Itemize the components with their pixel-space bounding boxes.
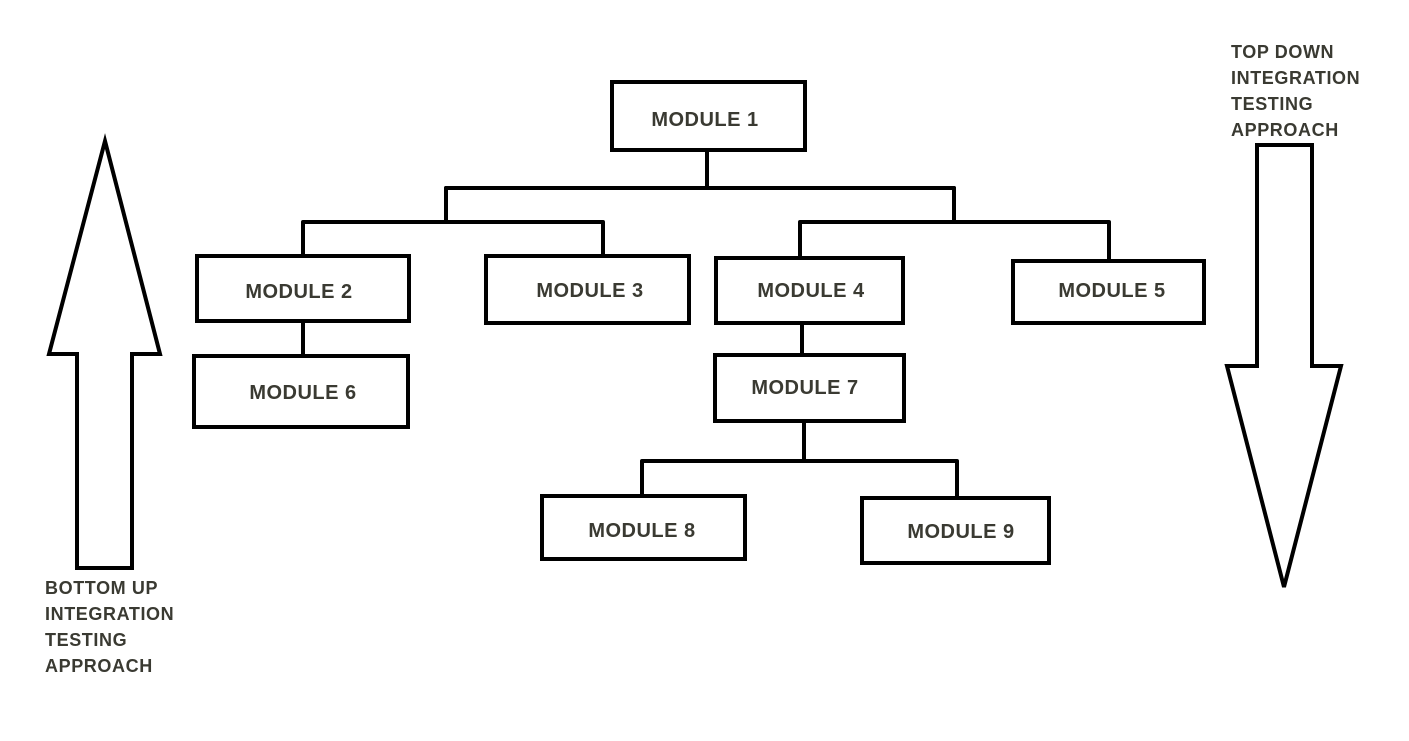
top-down-arrow <box>1224 143 1344 588</box>
connector-left-branch <box>301 186 605 258</box>
module-label-6: MODULE 6 <box>249 382 356 404</box>
top-down-label-line-4: APPROACH <box>1231 120 1339 140</box>
bottom-up-label-line-2: INTEGRATION <box>45 604 174 624</box>
bottom-up-label: BOTTOM UP INTEGRATION TESTING APPROACH <box>45 578 174 676</box>
top-down-label: TOP DOWN INTEGRATION TESTING APPROACH <box>1231 42 1360 140</box>
connector-right-branch <box>798 186 1111 263</box>
module-box-3: MODULE 3 <box>484 254 691 325</box>
module-label-2: MODULE 2 <box>245 281 352 303</box>
arrow-down-icon <box>1224 143 1344 588</box>
top-down-label-line-2: INTEGRATION <box>1231 68 1360 88</box>
module-box-2: MODULE 2 <box>195 254 411 323</box>
top-down-label-line-3: TESTING <box>1231 94 1313 114</box>
module-label-7: MODULE 7 <box>751 377 858 399</box>
module-box-7: MODULE 7 <box>713 353 906 423</box>
module-label-5: MODULE 5 <box>1058 280 1165 302</box>
module-boxes: MODULE 1 MODULE 2 MODULE 3 MODULE 4 MODU… <box>192 80 1206 565</box>
module-label-4: MODULE 4 <box>757 280 865 302</box>
connectors <box>301 148 1111 498</box>
module-label-1: MODULE 1 <box>651 109 758 131</box>
bottom-up-label-line-3: TESTING <box>45 630 127 650</box>
top-down-label-line-1: TOP DOWN <box>1231 42 1334 62</box>
module-label-3: MODULE 3 <box>536 280 643 302</box>
module-label-8: MODULE 8 <box>588 520 695 542</box>
bottom-up-label-line-1: BOTTOM UP <box>45 578 158 598</box>
module-box-6: MODULE 6 <box>192 354 410 429</box>
module-box-9: MODULE 9 <box>860 496 1051 565</box>
module-box-8: MODULE 8 <box>540 494 747 561</box>
connector-m7-children <box>640 419 959 498</box>
module-box-4: MODULE 4 <box>714 256 905 325</box>
arrow-up-icon <box>46 133 163 570</box>
module-box-1: MODULE 1 <box>610 80 807 152</box>
module-box-5: MODULE 5 <box>1011 259 1206 325</box>
module-label-9: MODULE 9 <box>907 521 1014 543</box>
bottom-up-arrow <box>46 133 163 570</box>
bottom-up-label-line-4: APPROACH <box>45 656 153 676</box>
